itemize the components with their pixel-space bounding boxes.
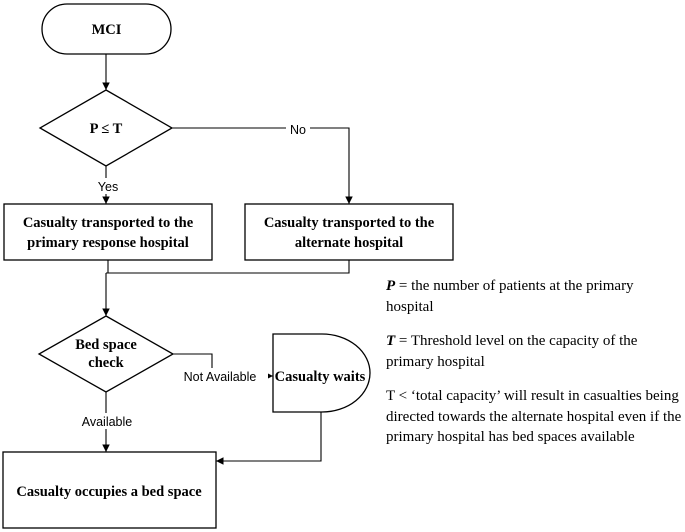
edge-waits-to-occupies: [216, 412, 322, 465]
decision-p-le-t-label: P ≤ T: [90, 121, 123, 137]
occupies-bed-label: Casualty occupies a bed space: [16, 484, 202, 500]
edge-label-yes: Yes: [98, 180, 118, 194]
mci-node: MCI: [41, 3, 172, 55]
mci-label: MCI: [92, 22, 122, 38]
decision-p-le-t: P ≤ T: [38, 89, 174, 167]
edge-label-available: Available: [82, 415, 133, 429]
occupies-bed-node: Casualty occupies a bed space: [2, 451, 217, 529]
edge-alternate-merge: [106, 260, 350, 274]
legend-p-definition: P = the number of patients at the primar…: [386, 276, 682, 317]
bed-space-check-line-1: Bed space: [75, 337, 137, 353]
primary-hospital-node: Casualty transported to the primary resp…: [3, 203, 213, 261]
edge-label-not-available: Not Available: [184, 370, 257, 384]
casualty-waits-node: Casualty waits: [272, 333, 371, 413]
legend-note: T < ‘total capacity’ will result in casu…: [386, 388, 682, 445]
primary-hospital-line-1: Casualty transported to the: [23, 215, 194, 231]
bed-space-check-decision: Bed space check: [37, 315, 175, 393]
alternate-hospital-line-2: alternate hospital: [295, 235, 403, 251]
legend-t-text: = Threshold level on the capacity of the…: [386, 333, 638, 370]
edge-no-to-alternate: [172, 127, 353, 204]
legend-t-symbol: T: [386, 333, 396, 349]
casualty-waits-label: Casualty waits: [275, 369, 366, 385]
primary-hospital-line-2: primary response hospital: [27, 235, 189, 251]
legend-p-text: = the number of patients at the primary …: [386, 278, 634, 315]
legend: P = the number of patients at the primar…: [386, 276, 682, 462]
bed-space-check-line-2: check: [88, 355, 124, 371]
legend-p-symbol: P: [386, 278, 396, 294]
legend-t-definition: T = Threshold level on the capacity of t…: [386, 331, 682, 372]
alternate-hospital-line-1: Casualty transported to the: [264, 215, 435, 231]
edge-label-no: No: [290, 123, 306, 137]
alternate-hospital-node: Casualty transported to the alternate ho…: [244, 203, 454, 261]
